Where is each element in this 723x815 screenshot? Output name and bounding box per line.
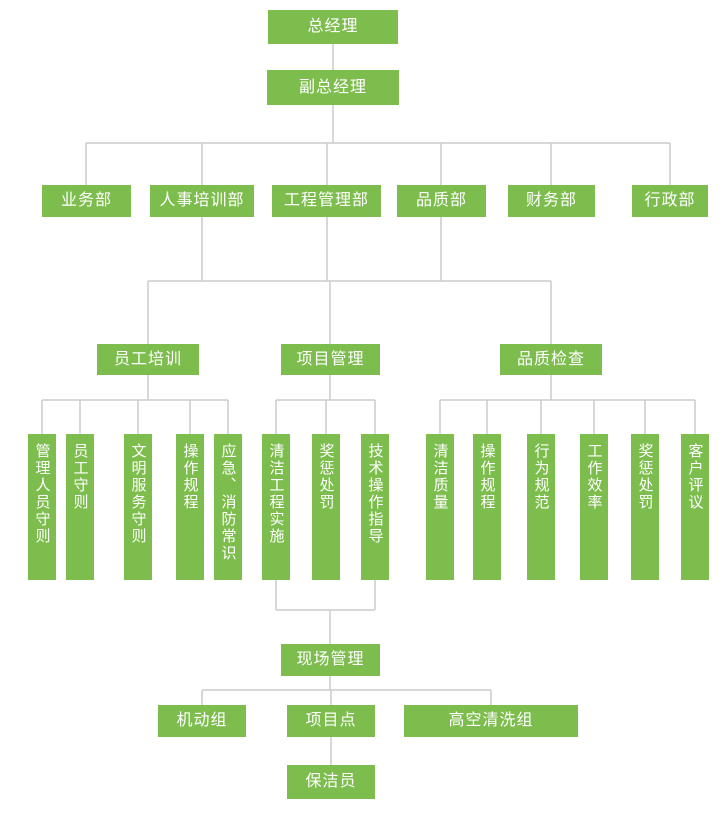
node-project-management: 项目管理	[281, 344, 380, 375]
node-civilized-service-rules: 文明服务守则	[124, 434, 152, 580]
node-label: 管理人员守则	[33, 443, 51, 545]
node-label: 人事培训部	[159, 192, 245, 209]
node-label: 现场管理	[296, 651, 365, 668]
node-management-staff-rules: 管理人员守则	[28, 434, 56, 580]
node-cleaning-quality: 清洁质量	[426, 434, 454, 580]
node-site-management: 现场管理	[281, 644, 380, 676]
node-operating-procedures-2: 操作规程	[473, 434, 501, 580]
node-customer-review: 客户评议	[681, 434, 709, 580]
node-technical-operation-guidance: 技术操作指导	[361, 434, 389, 580]
node-business-dept: 业务部	[42, 185, 131, 217]
node-label: 高空清洗组	[448, 712, 534, 729]
node-label: 副总经理	[298, 78, 367, 96]
node-operating-procedures-1: 操作规程	[176, 434, 204, 580]
node-engineering-management-dept: 工程管理部	[272, 185, 381, 217]
node-reward-punishment-1: 奖惩处罚	[312, 434, 340, 580]
node-work-efficiency: 工作效率	[580, 434, 608, 580]
node-label: 品质检查	[516, 350, 585, 368]
node-label: 清洁工程实施	[267, 443, 285, 545]
node-label: 清洁质量	[431, 443, 449, 511]
node-label: 项目点	[305, 712, 357, 729]
node-label: 工程管理部	[283, 192, 369, 209]
node-quality-dept: 品质部	[397, 185, 486, 217]
node-label: 行政部	[644, 192, 696, 209]
node-project-point: 项目点	[287, 705, 375, 737]
node-label: 保洁员	[305, 773, 357, 790]
node-behavior-standards: 行为规范	[527, 434, 555, 580]
node-high-altitude-cleaning-group: 高空清洗组	[404, 705, 578, 737]
node-label: 文明服务守则	[129, 443, 147, 545]
node-label: 机动组	[176, 712, 228, 729]
node-cleaner: 保洁员	[287, 765, 375, 799]
node-cleaning-project-implementation: 清洁工程实施	[262, 434, 290, 580]
node-label: 工作效率	[585, 443, 603, 511]
node-label: 财务部	[525, 192, 577, 209]
node-employee-rules: 员工守则	[66, 434, 94, 580]
node-label: 品质部	[415, 192, 467, 209]
node-label: 业务部	[60, 192, 112, 209]
node-label: 操作规程	[181, 443, 199, 511]
node-finance-dept: 财务部	[508, 185, 595, 217]
node-deputy-general-manager: 副总经理	[267, 70, 399, 105]
node-label: 奖惩处罚	[317, 443, 335, 511]
node-label: 员工培训	[113, 350, 182, 368]
node-label: 行为规范	[532, 443, 550, 511]
node-label: 项目管理	[296, 350, 365, 368]
node-label: 员工守则	[71, 443, 89, 511]
node-employee-training: 员工培训	[97, 344, 199, 375]
connector-path	[41, 44, 696, 765]
node-label: 客户评议	[686, 443, 704, 511]
node-reward-punishment-2: 奖惩处罚	[631, 434, 659, 580]
node-mobile-group: 机动组	[158, 705, 246, 737]
node-label: 总经理	[307, 18, 359, 35]
node-label: 技术操作指导	[366, 443, 384, 545]
node-general-manager: 总经理	[268, 10, 398, 44]
node-label: 应急、消防常识	[219, 443, 237, 562]
node-hr-training-dept: 人事培训部	[150, 185, 254, 217]
node-administration-dept: 行政部	[632, 185, 708, 217]
node-emergency-fire-knowledge: 应急、消防常识	[214, 434, 242, 580]
node-quality-inspection: 品质检查	[500, 344, 602, 375]
node-label: 奖惩处罚	[636, 443, 654, 511]
node-label: 操作规程	[478, 443, 496, 511]
